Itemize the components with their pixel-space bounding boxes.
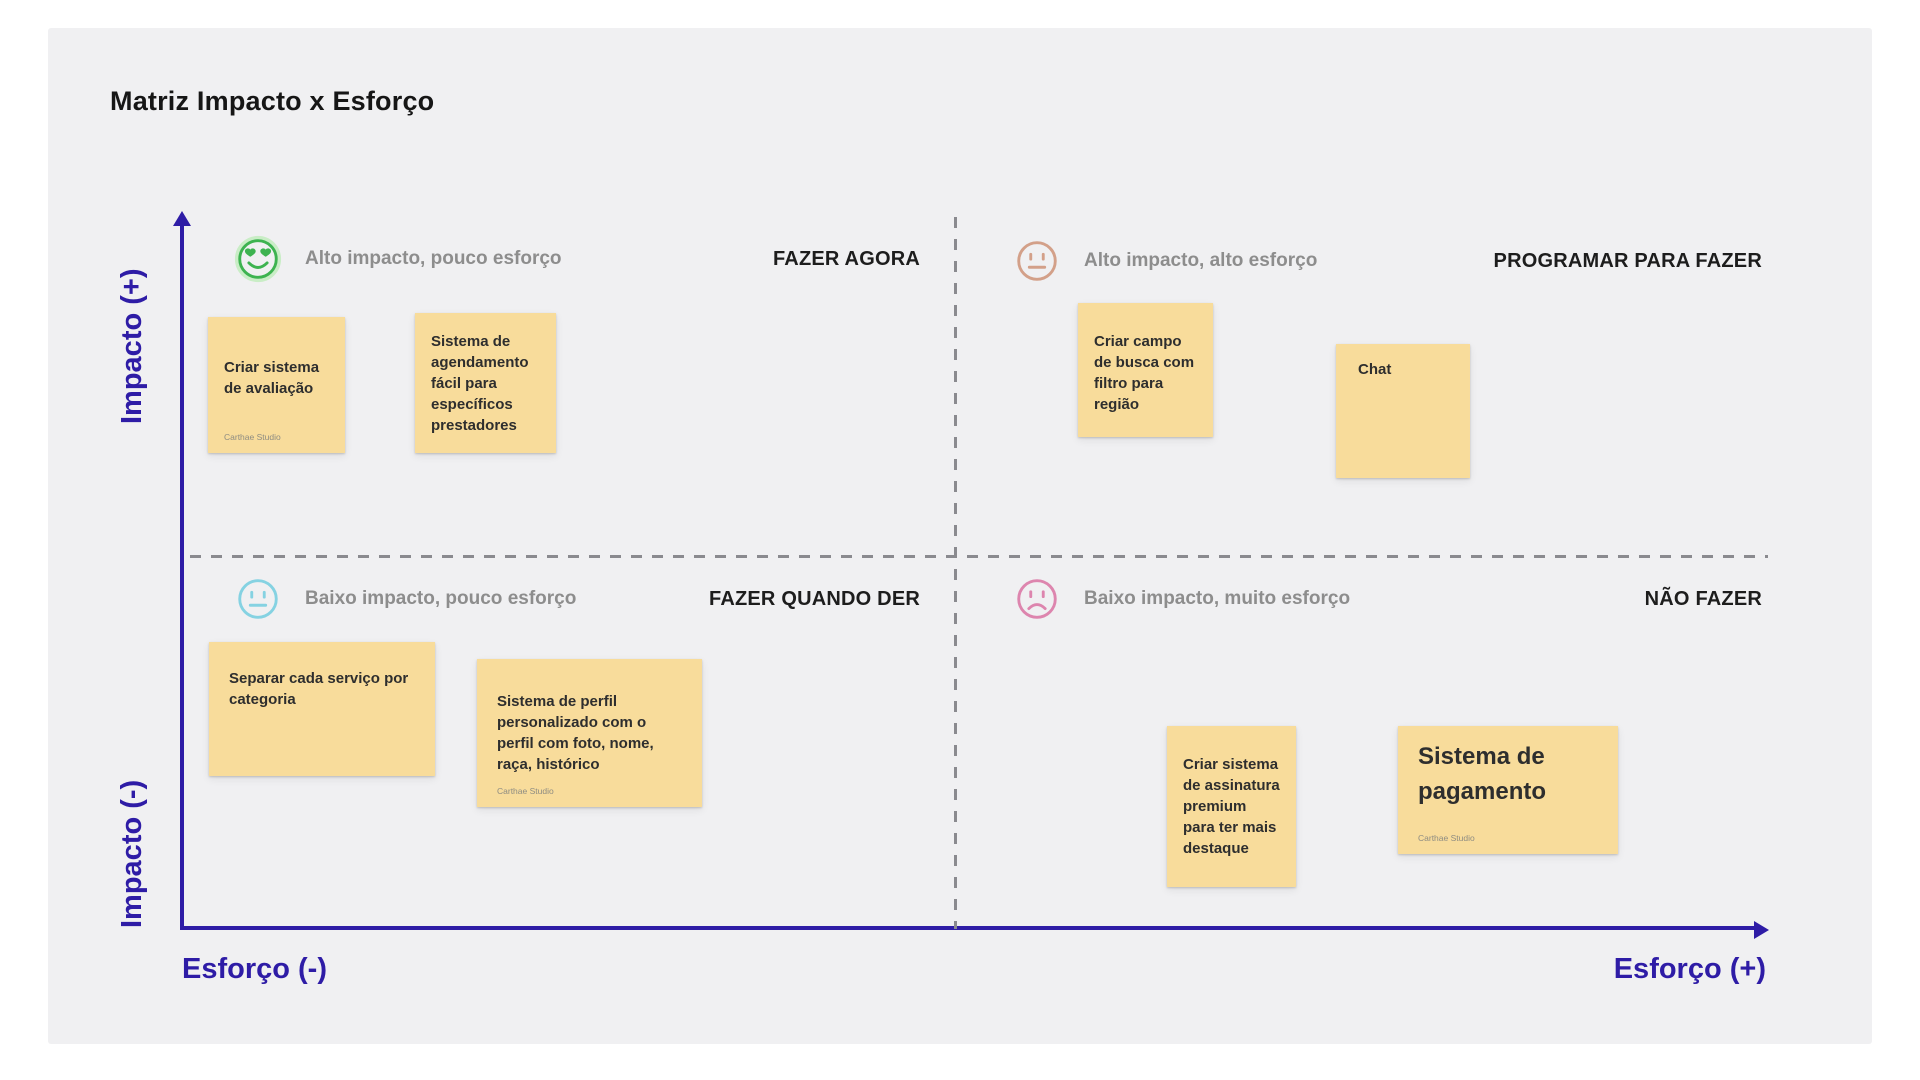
sticky-note[interactable]: Chat (1336, 344, 1470, 478)
vertical-divider-dashed-line (954, 217, 957, 929)
horizontal-divider-dashed-line (190, 555, 1768, 558)
sticky-note[interactable]: Sistema de perfil personalizado com o pe… (477, 659, 702, 807)
x-axis-label-negative: Esforço (-) (182, 953, 327, 985)
sticky-note-text: Sistema de perfil personalizado com o pe… (497, 693, 654, 773)
sticky-note[interactable]: Sistema de pagamento Carthae Studio (1398, 726, 1618, 854)
sticky-note-text: Chat (1358, 361, 1392, 378)
quadrant-header-fazer-quando-der: Baixo impacto, pouco esforço FAZER QUAND… (233, 573, 920, 625)
sticky-note[interactable]: Sistema de agendamento fácil para especí… (415, 313, 556, 453)
sticky-note-text: Criar sistema de assinatura premium para… (1183, 756, 1280, 857)
sticky-note[interactable]: Criar sistema de assinatura premium para… (1167, 726, 1296, 887)
sticky-note-text: Sistema de agendamento fácil para especí… (431, 332, 529, 434)
sticky-note[interactable]: Separar cada serviço por categoria (209, 642, 435, 776)
y-axis-arrow-icon (173, 211, 191, 226)
x-axis-label-positive: Esforço (+) (1613, 953, 1766, 985)
sticky-note-text: Criar sistema de avaliação (224, 359, 320, 397)
quadrant-action-label: FAZER AGORA (772, 247, 920, 270)
y-axis-label-negative: Impacto (-) (116, 779, 148, 928)
page-title: Matriz Impacto x Esforço (110, 86, 435, 116)
quadrant-label: Baixo impacto, muito esforço (1084, 588, 1351, 609)
quadrant-label: Alto impacto, pouco esforço (305, 248, 562, 269)
heart-eyes-smiley-icon (233, 234, 283, 284)
x-axis-arrow-icon (1754, 921, 1769, 939)
sticky-note-text: Sistema de pagamento (1418, 743, 1547, 805)
quadrant-header-fazer-agora: Alto impacto, pouco esforço FAZER AGORA (233, 233, 920, 285)
sticky-note-text: Criar campo de busca com filtro para reg… (1094, 333, 1195, 413)
y-axis-line (180, 224, 184, 930)
sticky-note-author: Carthae Studio (1418, 833, 1475, 843)
sticky-note[interactable]: Criar sistema de avaliação Carthae Studi… (208, 317, 345, 453)
y-axis-label-positive: Impacto (+) (116, 268, 148, 425)
quadrant-action-label: NÃO FAZER (1644, 587, 1762, 610)
quadrant-label: Baixo impacto, pouco esforço (305, 588, 577, 609)
quadrant-header-programar-para-fazer: Alto impacto, alto esforço PROGRAMAR PAR… (1012, 235, 1762, 287)
frowning-face-icon (1012, 574, 1062, 624)
quadrant-action-label: FAZER QUANDO DER (709, 587, 920, 610)
quadrant-action-label: PROGRAMAR PARA FAZER (1493, 249, 1762, 272)
neutral-face-icon (233, 574, 283, 624)
quadrant-label: Alto impacto, alto esforço (1084, 250, 1318, 271)
sticky-note[interactable]: Criar campo de busca com filtro para reg… (1078, 303, 1213, 437)
sticky-note-author: Carthae Studio (224, 432, 281, 442)
quadrant-header-nao-fazer: Baixo impacto, muito esforço NÃO FAZER (1012, 573, 1762, 625)
sticky-note-author: Carthae Studio (497, 786, 554, 796)
whiteboard-canvas: Matriz Impacto x Esforço Impacto (+) Imp… (48, 28, 1872, 1044)
neutral-face-icon (1012, 236, 1062, 286)
x-axis-line (180, 926, 1760, 930)
sticky-note-text: Separar cada serviço por categoria (229, 670, 409, 708)
